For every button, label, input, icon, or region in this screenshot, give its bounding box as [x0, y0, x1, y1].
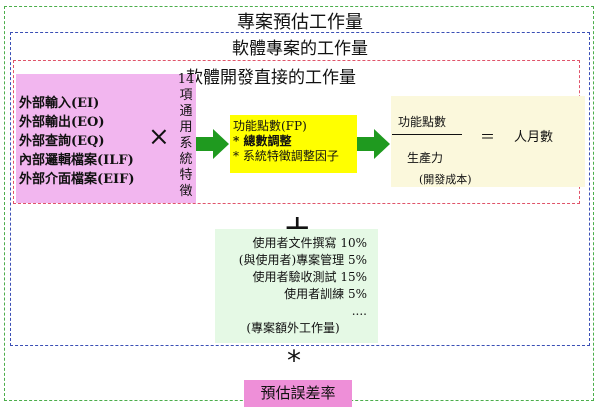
factor-char: 項	[179, 88, 193, 103]
error-rate-box	[244, 380, 352, 407]
equals-sign: ＝	[480, 128, 496, 146]
factor-char: 特	[179, 168, 193, 183]
factor-char: 用	[179, 120, 193, 135]
extra-item: 使用者訓練 5%	[284, 287, 367, 301]
extra-effort-box	[215, 229, 378, 343]
development-cost-label: (開發成本)	[419, 173, 472, 186]
fp-line: * 系統特徵調整因子	[233, 149, 339, 163]
ratio-numerator: 功能點數	[398, 115, 447, 129]
fp-line: * 總數調整	[233, 134, 292, 148]
input-eif: 外部介面檔案(EIF)	[19, 172, 135, 187]
software-project-frame	[10, 32, 590, 346]
input-eo: 外部輸出(EO)	[19, 115, 105, 130]
factor-char: 統	[179, 152, 193, 167]
middle-title: 軟體專案的工作量	[232, 39, 368, 59]
outer-title: 專案預估工作量	[237, 12, 363, 33]
arrow-right-icon	[196, 129, 229, 159]
inner-title: 軟體開發直接的工作量	[186, 68, 356, 88]
factor-char: 徵	[179, 184, 193, 199]
effort-result-box	[391, 96, 585, 187]
multiply-star: *	[287, 344, 301, 377]
fraction-line	[392, 134, 462, 135]
extra-ellipsis: ....	[351, 304, 367, 318]
extra-summary: (專案額外工作量)	[246, 321, 340, 335]
arrow-right-icon	[357, 129, 390, 159]
ratio-denominator: 生產力	[407, 151, 444, 165]
function-point-text: 功能點數(FP) * 總數調整 * 系統特徵調整因子	[233, 119, 339, 164]
extra-item: 使用者文件撰寫 10%	[252, 236, 368, 250]
input-eq: 外部查詢(EQ)	[19, 134, 105, 149]
function-point-box	[230, 115, 357, 173]
extra-effort-list: 使用者文件撰寫 10% (與使用者)專案管理 5% 使用者驗收測試 15% 使用…	[219, 235, 367, 337]
multiply-sign: ×	[148, 122, 170, 152]
fp-line: 功能點數(FP)	[233, 119, 307, 133]
factor-count: 14	[177, 72, 195, 87]
function-types-box	[16, 74, 196, 203]
person-months-label: 人月數	[514, 130, 554, 145]
function-types-list: 外部輸入(EI) 外部輸出(EO) 外部查詢(EQ) 內部邏輯檔案(ILF) 外…	[19, 94, 135, 189]
input-ilf: 內部邏輯檔案(ILF)	[19, 153, 134, 168]
error-rate-label: 預估誤差率	[260, 384, 336, 402]
extra-item: (與使用者)專案管理 5%	[238, 253, 367, 267]
system-characteristics-label: 14 項 通 用 系 統 特 徵	[177, 72, 195, 200]
input-ei: 外部輸入(EI)	[19, 96, 100, 111]
factor-char: 通	[179, 104, 193, 119]
factor-char: 系	[179, 136, 193, 151]
extra-item: 使用者驗收測試 15%	[252, 270, 368, 284]
